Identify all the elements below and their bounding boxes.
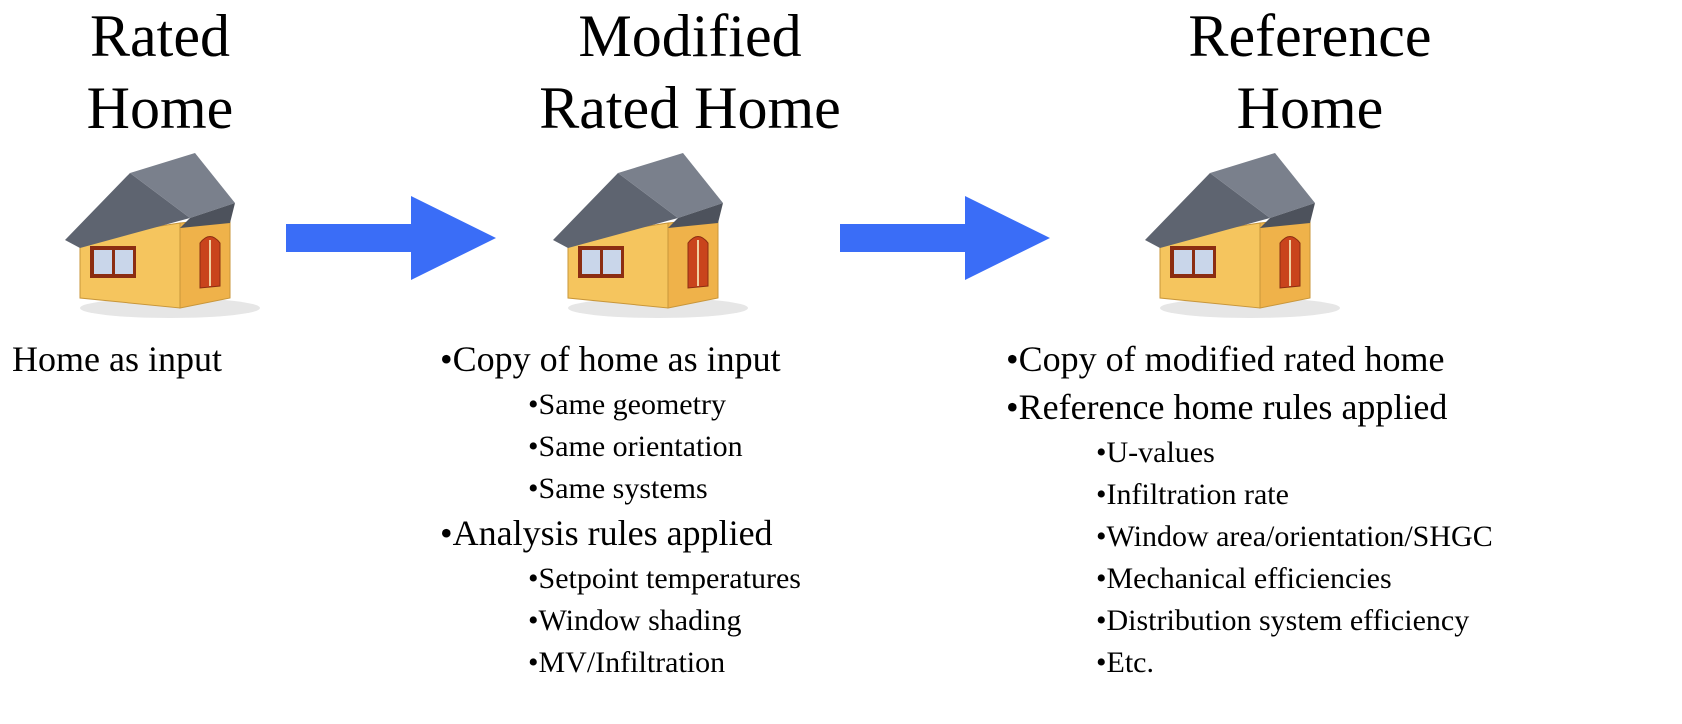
title-modified-rated-home: Modified Rated Home [539, 3, 841, 141]
list-item: •Same orientation [528, 430, 743, 463]
list-item: •U-values [1096, 436, 1215, 469]
title-reference-home: Reference Home [1188, 3, 1432, 141]
list-item: •Same geometry [528, 388, 726, 421]
rated-home-description: Home as input [12, 339, 222, 379]
list-item: •Window shading [528, 604, 742, 637]
list-item: •Setpoint temperatures [528, 562, 801, 595]
right-arrow-icon [286, 196, 496, 280]
house-icon [1145, 153, 1340, 318]
list-item: •Infiltration rate [1096, 478, 1289, 511]
list-item: •Same systems [528, 472, 708, 505]
house-icon [553, 153, 748, 318]
list-item: •Mechanical efficiencies [1096, 562, 1392, 595]
list-item: •Reference home rules applied [1006, 387, 1448, 427]
list-item: •Etc. [1096, 646, 1154, 679]
list-item: •Copy of modified rated home [1006, 339, 1445, 379]
list-item: •Copy of home as input [440, 339, 781, 379]
list-item: •Distribution system efficiency [1096, 604, 1470, 637]
list-item: •Analysis rules applied [440, 513, 773, 553]
right-arrow-icon [840, 196, 1050, 280]
list-item: •MV/Infiltration [528, 646, 726, 679]
house-icon [65, 153, 260, 318]
list-item: •Window area/orientation/SHGC [1096, 520, 1493, 553]
title-rated-home: Rated Home [86, 3, 234, 141]
